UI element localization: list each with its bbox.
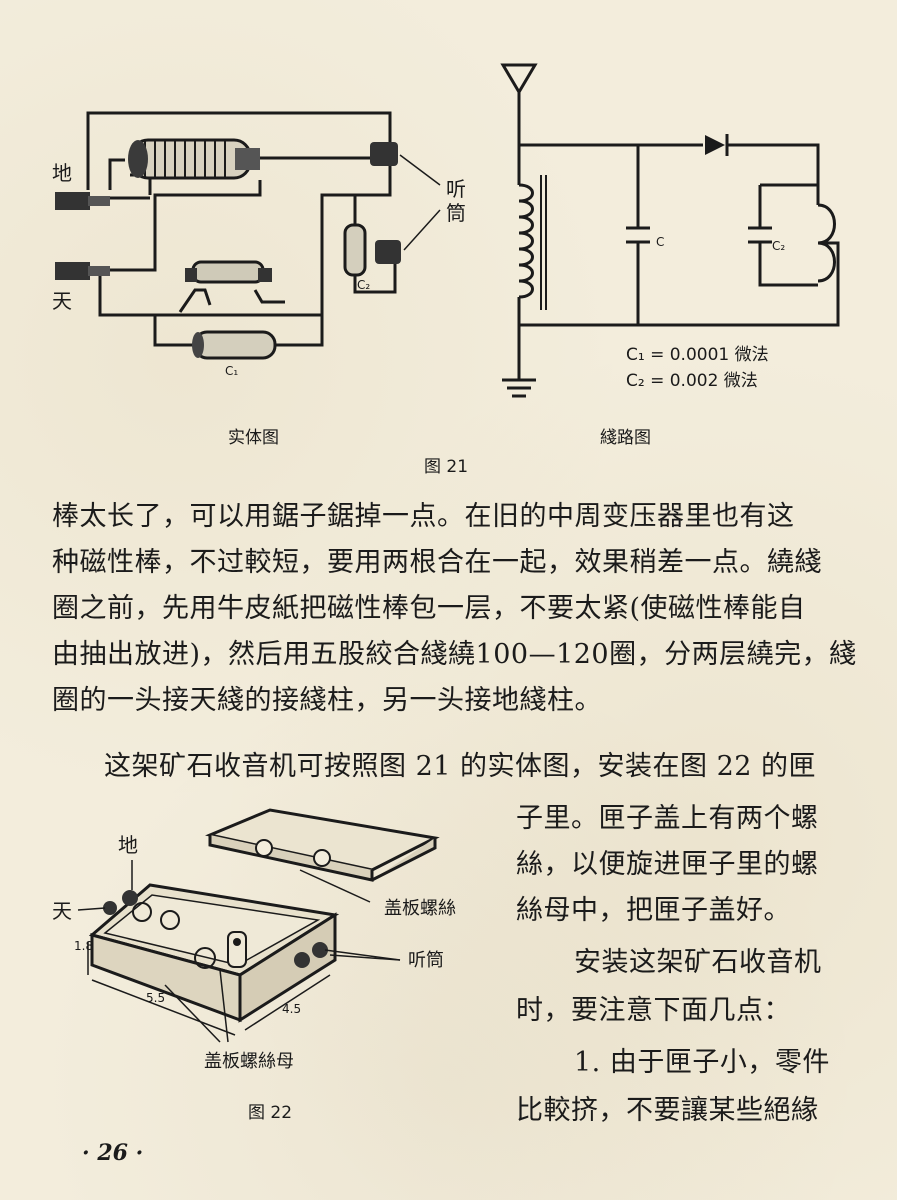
- dim-depth: 4.5: [282, 1002, 301, 1016]
- text-line: 絲母中，把匣子盖好。: [516, 895, 791, 926]
- diode-symbol: [705, 134, 729, 156]
- text-line: 絲，以便旋进匣子里的螺: [516, 849, 819, 880]
- nut-label: 盖板螺絲母: [204, 1051, 294, 1072]
- caption-circuit: 綫路图: [600, 428, 651, 448]
- fig21-antenna-label: 天: [52, 289, 72, 313]
- figure-22-caption: 图 22: [248, 1103, 292, 1123]
- text-line: 安装这架矿石收音机: [574, 947, 822, 978]
- fig21-earphone-label-2: 筒: [446, 201, 466, 225]
- earphone-label: 听筒: [408, 950, 444, 971]
- figure-21-caption: 图 21: [424, 457, 468, 477]
- text-line: 棒太长了，可以用鋸子鋸掉一点。在旧的中周变压器里也有这: [52, 501, 795, 532]
- fig21-ground-label: 地: [52, 161, 72, 185]
- text-line: 由抽出放进)，然后用五股絞合綫繞100—120圈，分两层繞完，綫: [52, 639, 857, 670]
- text-line: 比較挤，不要讓某些絕緣: [516, 1095, 819, 1126]
- text-line: 时，要注意下面几点：: [516, 995, 791, 1026]
- antenna-terminal: [55, 262, 110, 280]
- text-line: 1. 由于匣子小，零件: [574, 1047, 830, 1078]
- schematic-c1-label: C: [656, 235, 664, 249]
- figure-21: 地 天 听 筒 C₁ C₂: [52, 63, 840, 477]
- ground-terminal: [55, 192, 110, 210]
- circuit-diagram: [500, 63, 840, 398]
- schematic-c2-label: C₂: [772, 239, 785, 253]
- earphone-terminal-top: [370, 142, 398, 166]
- fig21-earphone-label-1: 听: [446, 177, 466, 201]
- crystal-detector-physical: [178, 260, 285, 313]
- text-line: 子里。匣子盖上有两个螺: [516, 803, 819, 834]
- fig22-ground-label: 地: [118, 833, 138, 857]
- formula-c2: C₂ = 0.002 微法: [626, 371, 758, 391]
- lid-screw-label: 盖板螺絲: [384, 898, 456, 919]
- dim-width: 5.5: [146, 991, 165, 1005]
- figure-22: 地 天 盖板螺絲 听筒 盖板螺絲母 1.8 5.5 4.5 图 22: [52, 808, 456, 1123]
- earphone-terminal-bottom: [375, 240, 401, 264]
- dim-height: 1.8: [74, 939, 93, 953]
- box-body: [88, 883, 340, 1023]
- coil-physical: [128, 138, 260, 180]
- text-line: 种磁性棒，不过較短，要用两根合在一起，效果稍差一点。繞綫: [52, 547, 822, 578]
- caption-physical: 实体图: [228, 428, 279, 448]
- box-lid: [205, 808, 440, 882]
- page-number: · 26 ·: [82, 1140, 144, 1166]
- fig21-c1-label: C₁: [225, 364, 238, 378]
- text-line: 这架矿石收音机可按照图 21 的实体图，安装在图 22 的匣: [104, 751, 817, 782]
- dimension-lines: [87, 942, 331, 1036]
- capacitor-c2-physical: [343, 223, 367, 277]
- capacitor-c1-physical: [192, 330, 277, 360]
- fig21-c2-label: C₂: [357, 278, 370, 292]
- text-line: 圈的一头接天綫的接綫柱，另一头接地綫柱。: [52, 685, 602, 716]
- fig22-antenna-label: 天: [52, 899, 72, 923]
- formula-c1: C₁ = 0.0001 微法: [626, 345, 769, 365]
- text-line: 圈之前，先用牛皮紙把磁性棒包一层，不要太紧(使磁性棒能自: [52, 593, 806, 624]
